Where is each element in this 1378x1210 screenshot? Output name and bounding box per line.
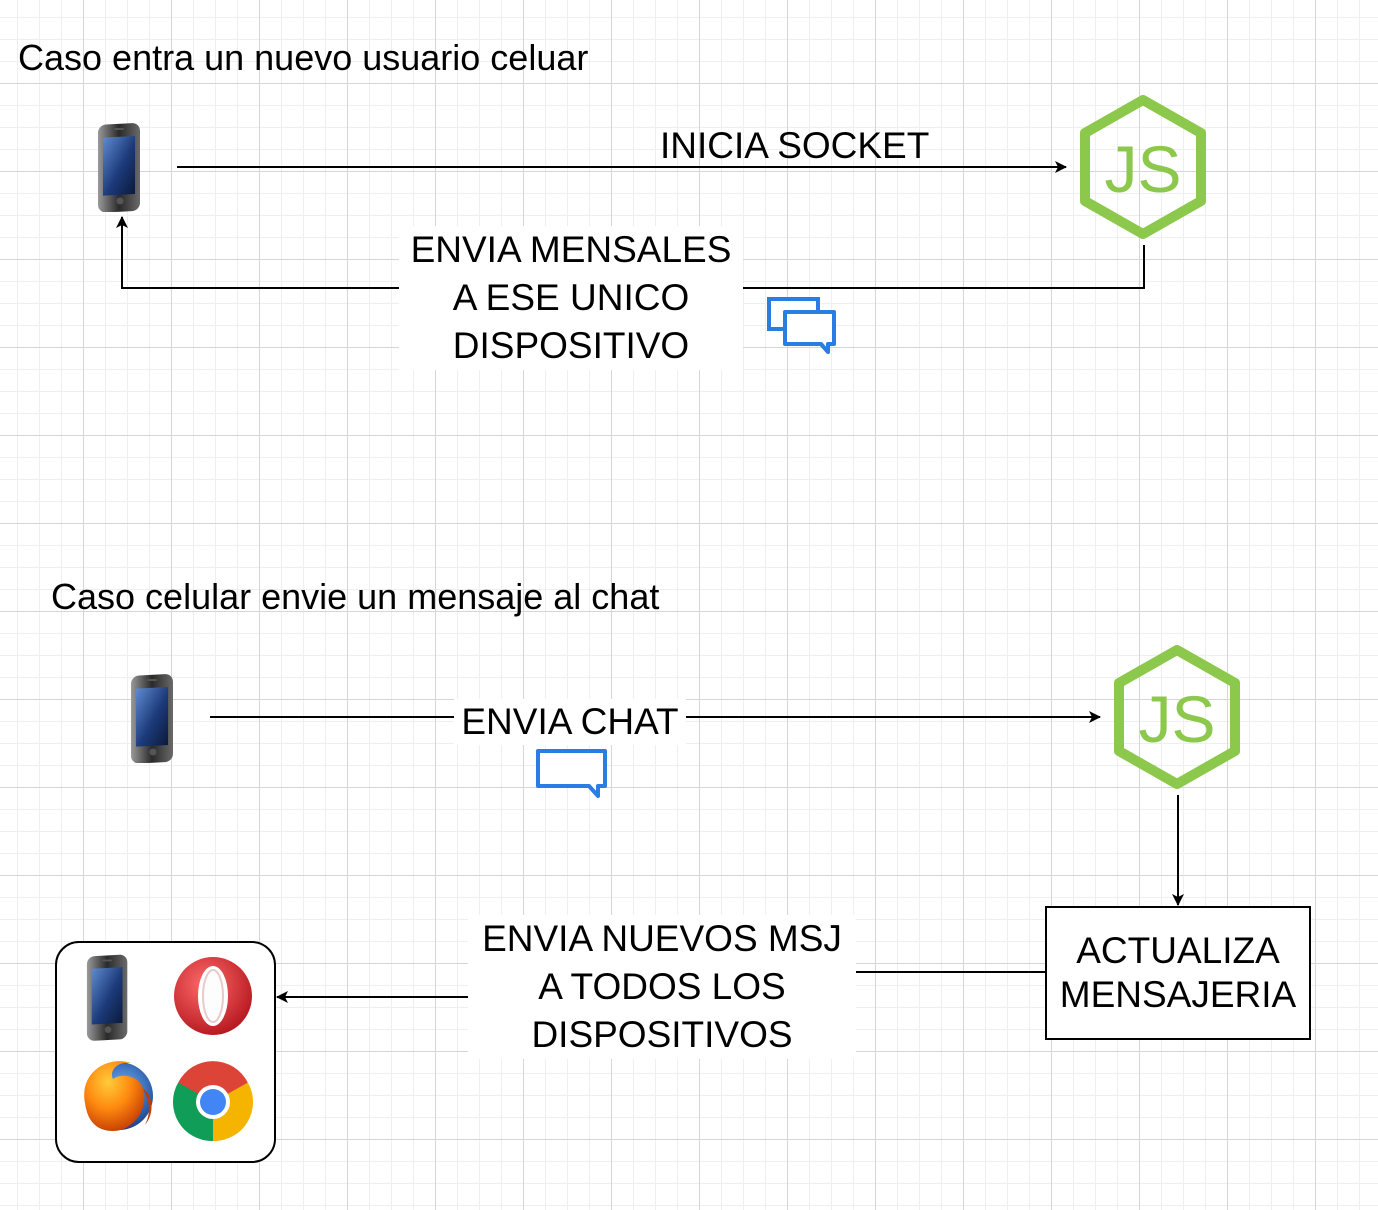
chrome-icon [172, 1061, 254, 1142]
firefox-icon [84, 1061, 153, 1131]
edge-label-envia-chat: ENVIA CHAT [454, 699, 686, 745]
edge-label-line: ENVIA MENSALES [410, 229, 732, 270]
phone-icon [131, 674, 173, 763]
chat-bubbles-icon [767, 297, 836, 354]
edge-label-envia-nuevos-msj: ENVIA NUEVOS MSJ A TODOS LOS DISPOSITIVO… [468, 915, 856, 1059]
edge-label-line: DISPOSITIVO [452, 325, 690, 366]
process-actualiza-mensajeria: ACTUALIZA MENSAJERIA [1045, 906, 1311, 1040]
scenario2-heading: Caso celular envie un mensaje al chat [51, 576, 660, 617]
edge-label-line: A ESE UNICO [452, 277, 690, 318]
edge-label-inicia-socket: INICIA SOCKET [660, 125, 930, 166]
opera-icon [174, 957, 252, 1035]
process-line: MENSAJERIA [1059, 974, 1297, 1015]
devices-group [55, 941, 276, 1163]
svg-text:JS: JS [1138, 682, 1215, 756]
svg-text:JS: JS [1104, 132, 1181, 206]
phone-icon [86, 954, 128, 1041]
chat-bubble-icon [536, 749, 607, 798]
edge-label-line: ENVIA NUEVOS MSJ [482, 918, 842, 959]
process-line: ACTUALIZA [1076, 930, 1280, 971]
edge-label-line: DISPOSITIVOS [531, 1014, 793, 1055]
nodejs-logo: JS [1114, 645, 1240, 789]
edge-label-envia-mensales: ENVIA MENSALES A ESE UNICO DISPOSITIVO [399, 226, 743, 370]
nodejs-logo: JS [1080, 95, 1206, 239]
scenario1-heading: Caso entra un nuevo usuario celuar [18, 37, 589, 78]
edge-label-line: A TODOS LOS [538, 966, 786, 1007]
phone-icon [98, 123, 140, 212]
